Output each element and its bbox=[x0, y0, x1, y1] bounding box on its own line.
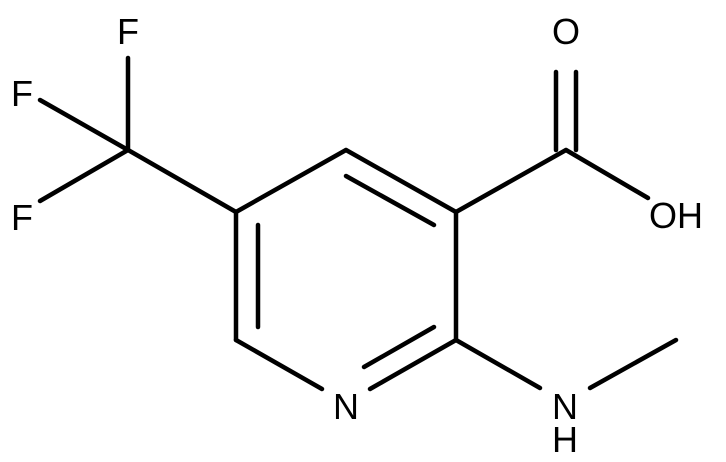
bond-c4-c3 bbox=[343, 147, 459, 215]
bond-c3-cooh bbox=[453, 147, 569, 215]
bond-c5-cf3 bbox=[125, 147, 239, 215]
bond-c4-c3-inner bbox=[343, 173, 437, 228]
fluorine-label-2: F bbox=[11, 73, 33, 114]
fluorine-label-1: F bbox=[117, 11, 139, 52]
carbonyl-oxygen-label: O bbox=[552, 11, 580, 52]
bond-c-f2 bbox=[37, 97, 131, 153]
bond-c-oh bbox=[563, 147, 651, 201]
bond-nh-ch3 bbox=[587, 337, 679, 391]
bond-c2-nh bbox=[453, 337, 543, 391]
bond-c2-n1 bbox=[367, 337, 459, 392]
hydroxyl-label: OH bbox=[649, 195, 703, 236]
bond-n1-c6 bbox=[233, 337, 325, 392]
bond-c-f3 bbox=[37, 147, 131, 204]
amine-hydrogen-label: H bbox=[552, 419, 578, 460]
amine-nitrogen-label: N bbox=[552, 386, 578, 427]
bond-c2-n1-inner bbox=[361, 324, 437, 370]
bond-c5-c4 bbox=[233, 147, 349, 215]
fluorine-label-3: F bbox=[11, 197, 33, 238]
ring-nitrogen-label: N bbox=[333, 386, 359, 427]
